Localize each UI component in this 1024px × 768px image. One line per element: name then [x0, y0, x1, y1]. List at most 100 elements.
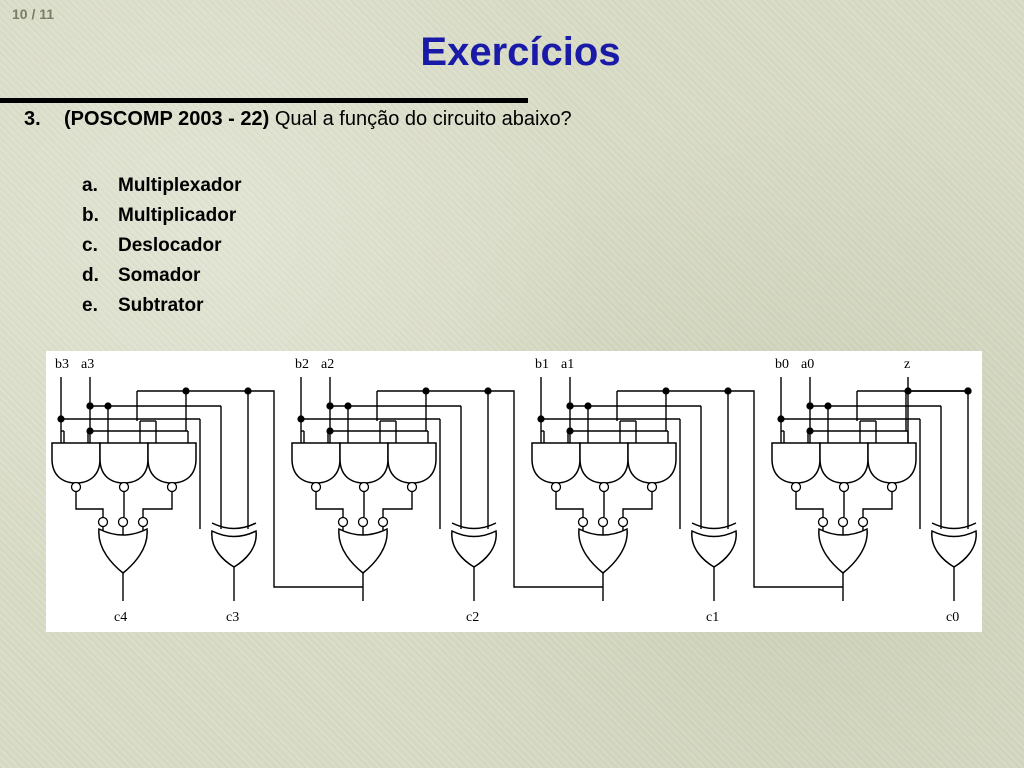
- question-source: (POSCOMP 2003 - 22): [64, 108, 270, 130]
- inverter-bubble: [790, 481, 802, 493]
- option-letter: e.: [82, 295, 98, 316]
- or-gate: [338, 527, 388, 574]
- signal-label: b1: [535, 357, 549, 372]
- junction-dot: [86, 402, 94, 410]
- nand-gate: [51, 442, 101, 484]
- signal-label: a2: [321, 357, 334, 372]
- wire: [315, 491, 344, 517]
- question-number: 3.: [24, 108, 41, 130]
- inverter-bubble: [598, 481, 610, 493]
- inverter-bubble: [377, 516, 389, 528]
- option-d: d. Somador: [82, 264, 242, 294]
- wire: [622, 491, 653, 517]
- inverter-bubble: [817, 516, 829, 528]
- nand-gate: [771, 442, 821, 484]
- wire: [75, 491, 104, 517]
- wire: [728, 390, 843, 588]
- xor-gate-extra-arc: [931, 522, 977, 530]
- inverter-bubble: [137, 516, 149, 528]
- inverter-bubble: [646, 481, 658, 493]
- signal-label: a3: [81, 357, 94, 372]
- xor-gate: [691, 529, 737, 568]
- inverter-bubble: [837, 516, 849, 528]
- nand-gate: [627, 442, 677, 484]
- signal-label: b0: [775, 357, 789, 372]
- junction-dot: [326, 402, 334, 410]
- signal-label: z: [904, 357, 910, 372]
- xor-gate-extra-arc: [211, 522, 257, 530]
- option-letter: a.: [82, 175, 98, 196]
- nand-gate: [99, 442, 149, 484]
- option-text: Subtrator: [118, 295, 204, 316]
- junction-dot: [806, 402, 814, 410]
- option-text: Multiplexador: [118, 175, 242, 196]
- or-gate: [578, 527, 628, 574]
- xor-gate-extra-arc: [451, 522, 497, 530]
- or-gate: [818, 527, 868, 574]
- xor-gate: [451, 529, 497, 568]
- inverter-bubble: [577, 516, 589, 528]
- inverter-bubble: [337, 516, 349, 528]
- signal-label: c4: [114, 610, 127, 625]
- option-e: e. Subtrator: [82, 294, 242, 324]
- inverter-bubble: [118, 481, 130, 493]
- inverter-bubble: [597, 516, 609, 528]
- question-text: Qual a função do circuito abaixo?: [274, 108, 572, 130]
- inverter-bubble: [357, 516, 369, 528]
- inverter-bubble: [617, 516, 629, 528]
- inverter-bubble: [97, 516, 109, 528]
- or-gate: [98, 527, 148, 574]
- nand-gate: [147, 442, 197, 484]
- slide-title: Exercícios: [420, 30, 621, 74]
- inverter-bubble: [70, 481, 82, 493]
- option-text: Deslocador: [118, 235, 222, 256]
- wire: [142, 491, 173, 517]
- junction-dot: [964, 387, 972, 395]
- signal-label: b3: [55, 357, 69, 372]
- signal-label: a1: [561, 357, 574, 372]
- wire: [862, 491, 893, 517]
- option-text: Somador: [118, 265, 201, 286]
- junction-dot: [566, 402, 574, 410]
- wire: [795, 491, 824, 517]
- nand-gate: [819, 442, 869, 484]
- signal-label: b2: [295, 357, 309, 372]
- option-b: b. Multiplicador: [82, 204, 242, 234]
- inverter-bubble: [310, 481, 322, 493]
- title-underline: [0, 98, 528, 103]
- option-letter: c.: [82, 235, 98, 256]
- option-letter: d.: [82, 265, 99, 286]
- wire: [248, 390, 363, 588]
- nand-gate: [531, 442, 581, 484]
- option-text: Multiplicador: [118, 205, 237, 226]
- xor-gate: [931, 529, 977, 568]
- signal-label: c1: [706, 610, 719, 625]
- nand-gate: [867, 442, 917, 484]
- wire: [382, 491, 413, 517]
- option-c: c. Deslocador: [82, 234, 242, 264]
- nand-gate: [291, 442, 341, 484]
- question: 3. (POSCOMP 2003 - 22) Qual a função do c…: [24, 108, 572, 131]
- signal-label: c3: [226, 610, 239, 625]
- slide-number: 10 / 11: [12, 6, 55, 22]
- option-a: a. Multiplexador: [82, 174, 242, 204]
- signal-label: c2: [466, 610, 479, 625]
- wire: [555, 491, 584, 517]
- inverter-bubble: [886, 481, 898, 493]
- wire: [488, 390, 603, 588]
- xor-gate-extra-arc: [691, 522, 737, 530]
- inverter-bubble: [550, 481, 562, 493]
- nand-gate: [579, 442, 629, 484]
- signal-label: a0: [801, 357, 814, 372]
- inverter-bubble: [857, 516, 869, 528]
- nand-gate: [387, 442, 437, 484]
- inverter-bubble: [838, 481, 850, 493]
- xor-gate: [211, 529, 257, 568]
- inverter-bubble: [406, 481, 418, 493]
- option-letter: b.: [82, 205, 99, 226]
- nand-gate: [339, 442, 389, 484]
- inverter-bubble: [166, 481, 178, 493]
- answer-options: a. Multiplexador b. Multiplicador c. Desloc…: [82, 174, 242, 324]
